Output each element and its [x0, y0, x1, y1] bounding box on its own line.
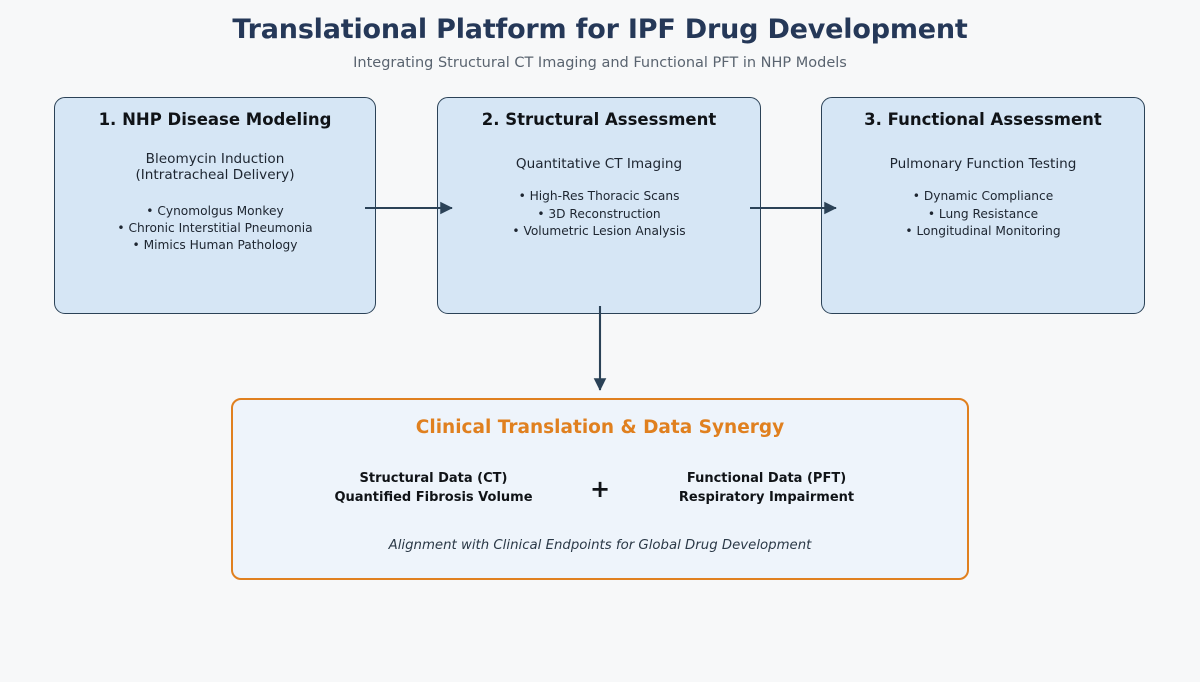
- synergy-title: Clinical Translation & Data Synergy: [415, 417, 785, 438]
- list-item: • Cynomolgus Monkey: [146, 204, 284, 219]
- stage-title: 3. Functional Assessment: [864, 110, 1102, 129]
- stage-bullet-list: • Cynomolgus Monkey • Chronic Interstiti…: [55, 203, 375, 255]
- stage-box-functional-assessment[interactable]: 3. Functional Assessment Pulmonary Funct…: [821, 97, 1145, 314]
- synergy-panel[interactable]: Clinical Translation & Data Synergy Stru…: [231, 398, 969, 580]
- stage-box-structural-assessment[interactable]: 2. Structural Assessment Quantitative CT…: [437, 97, 761, 314]
- list-item: • High-Res Thoracic Scans: [518, 189, 680, 204]
- list-item: • Mimics Human Pathology: [132, 238, 298, 253]
- page-title: Translational Platform for IPF Drug Deve…: [232, 14, 968, 45]
- stage-bullet-list: • High-Res Thoracic Scans • 3D Reconstru…: [438, 188, 760, 240]
- stage-subtitle: Quantitative CT Imaging: [515, 155, 683, 172]
- synergy-equation-row: Structural Data (CT) Quantified Fibrosis…: [233, 470, 967, 508]
- synergy-functional-block: Functional Data (PFT) Respiratory Impair…: [678, 471, 855, 506]
- list-item: • Lung Resistance: [927, 206, 1039, 221]
- stage-title: 1. NHP Disease Modeling: [98, 110, 332, 129]
- stage-subtitle: Bleomycin Induction (Intratracheal Deliv…: [135, 150, 295, 184]
- list-item: • Chronic Interstitial Pneumonia: [117, 221, 313, 236]
- list-item: • 3D Reconstruction: [537, 206, 661, 221]
- list-item: • Longitudinal Monitoring: [905, 223, 1061, 238]
- stage-subtitle: Pulmonary Function Testing: [889, 155, 1077, 172]
- stage-title: 2. Structural Assessment: [481, 110, 717, 129]
- stage-bullet-list: • Dynamic Compliance • Lung Resistance •…: [822, 188, 1144, 240]
- page-subtitle: Integrating Structural CT Imaging and Fu…: [353, 55, 847, 72]
- plus-icon: +: [589, 475, 611, 504]
- synergy-structural-block: Structural Data (CT) Quantified Fibrosis…: [334, 471, 533, 506]
- list-item: • Volumetric Lesion Analysis: [512, 223, 686, 238]
- synergy-footer-note: Alignment with Clinical Endpoints for Gl…: [388, 537, 812, 553]
- list-item: • Dynamic Compliance: [912, 189, 1054, 204]
- stage-box-nhp-disease-modeling[interactable]: 1. NHP Disease Modeling Bleomycin Induct…: [54, 97, 376, 314]
- page-header: Translational Platform for IPF Drug Deve…: [0, 14, 1200, 73]
